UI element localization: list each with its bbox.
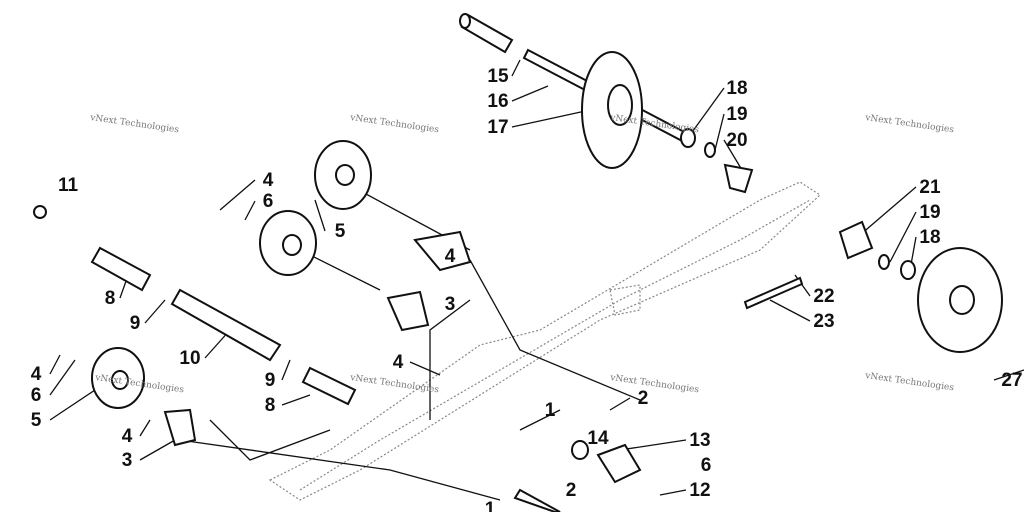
callout: 18 (726, 78, 747, 99)
callout: 8 (105, 288, 116, 309)
callout: 3 (122, 450, 133, 471)
callout: 5 (335, 221, 346, 242)
callout: 9 (130, 313, 141, 334)
watermark: vNext Technologies (349, 113, 440, 136)
callout: 23 (813, 311, 834, 332)
callout: 14 (587, 428, 609, 449)
callout: 2 (638, 388, 649, 409)
callout: 12 (689, 480, 710, 501)
watermark: vNext Technologies (864, 113, 955, 136)
callout: 22 (813, 286, 834, 307)
callout: 13 (689, 430, 710, 451)
callout: 27 (1001, 370, 1022, 391)
callout: 6 (31, 385, 42, 406)
callout: 4 (445, 246, 456, 267)
callout: 4 (31, 364, 42, 385)
callout: 19 (726, 104, 747, 125)
callout: 5 (31, 410, 42, 431)
callout: 20 (726, 130, 747, 151)
callout: 6 (701, 455, 712, 476)
callout: 2 (566, 480, 577, 501)
callout: 4 (263, 170, 274, 191)
wheels (33, 51, 1003, 484)
callout: 8 (265, 395, 276, 416)
callout: 10 (179, 348, 200, 369)
callout-labels: 15 16 17 18 19 20 21 19 18 22 23 11 4 6 … (31, 66, 1023, 512)
watermark: vNext Technologies (349, 373, 440, 396)
callout: 15 (487, 66, 509, 87)
watermark: vNext Technologies (89, 113, 180, 136)
callout: 6 (263, 191, 274, 212)
callout: 1 (545, 400, 556, 421)
callout: 18 (919, 227, 940, 248)
callout: 4 (393, 352, 404, 373)
watermark: vNext Technologies (864, 371, 955, 394)
callout: 1 (485, 499, 496, 512)
callout: 4 (122, 426, 133, 447)
callout: 17 (487, 117, 508, 138)
callout: 21 (919, 177, 941, 198)
callout: 11 (58, 175, 79, 196)
slide-rail-frame (268, 181, 821, 501)
leader-lines (49, 59, 1024, 501)
callout: 19 (919, 202, 940, 223)
callout: 16 (487, 91, 508, 112)
watermarks: vNext Technologies vNext Technologies vN… (89, 113, 955, 396)
callout: 3 (445, 294, 456, 315)
callout: 9 (265, 370, 276, 391)
